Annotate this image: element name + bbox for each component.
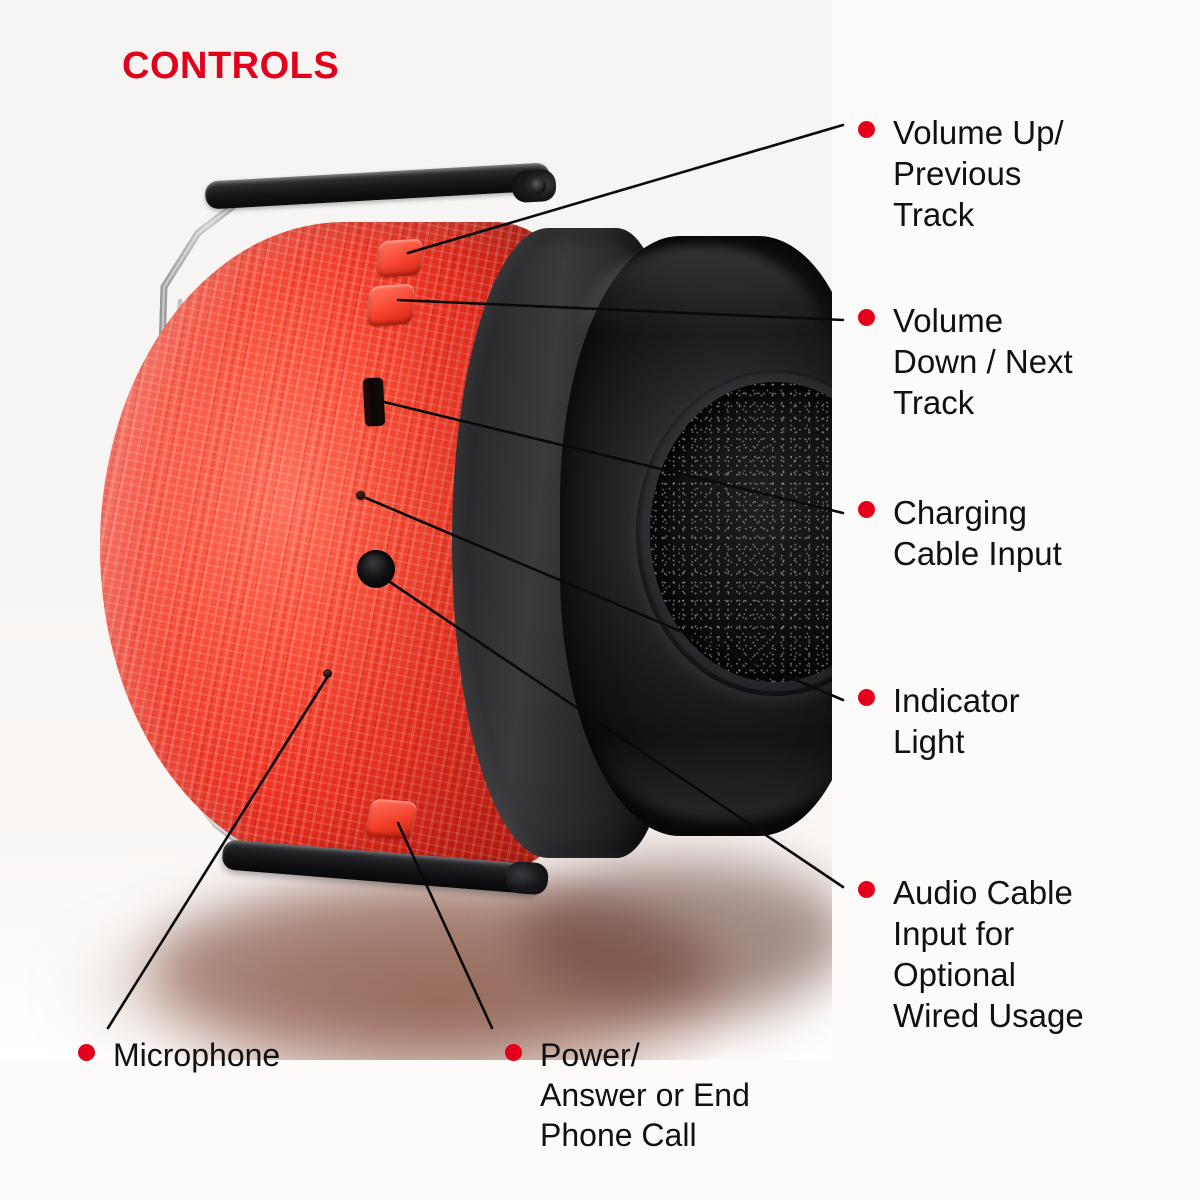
product-photo xyxy=(0,0,832,1060)
product-shadow-soft xyxy=(90,930,790,1050)
product-shadow-main xyxy=(150,880,710,1050)
bullet-dot-icon xyxy=(858,309,875,326)
bullet-dot-icon xyxy=(858,501,875,518)
callout-label: Volume Down / Next Track xyxy=(893,302,1073,421)
callout-audio-cable-input: Audio Cable Input for Optional Wired Usa… xyxy=(858,872,1084,1036)
headband-rod-top xyxy=(204,162,551,210)
bullet-dot-icon xyxy=(858,689,875,706)
page-title: CONTROLS xyxy=(122,45,340,87)
ear-cushion-foam-cavity xyxy=(650,382,832,682)
callout-indicator-light: Indicator Light xyxy=(858,680,1020,762)
callout-power-answer-end-call: Power/ Answer or End Phone Call xyxy=(505,1035,750,1155)
product-shadow-right xyxy=(520,860,832,1010)
volume-down-button[interactable] xyxy=(366,283,416,327)
headband-rod-bottom-cap xyxy=(504,860,550,896)
microphone-pinhole xyxy=(323,669,332,678)
callout-label: Volume Up/ Previous Track xyxy=(893,114,1064,233)
indicator-light xyxy=(356,491,365,500)
callout-label: Power/ Answer or End Phone Call xyxy=(540,1037,750,1153)
callout-microphone: Microphone xyxy=(78,1035,280,1075)
callout-charging-cable-input: Charging Cable Input xyxy=(858,492,1062,574)
callout-label: Microphone xyxy=(113,1037,281,1073)
callout-volume-up: Volume Up/ Previous Track xyxy=(858,112,1064,235)
callout-label: Charging Cable Input xyxy=(893,494,1062,572)
volume-up-button[interactable] xyxy=(376,238,424,278)
micro-usb-charging-port[interactable] xyxy=(362,377,386,427)
bullet-dot-icon xyxy=(505,1044,522,1061)
callout-label: Indicator Light xyxy=(893,682,1020,760)
power-button[interactable] xyxy=(363,798,419,840)
callout-label: Audio Cable Input for Optional Wired Usa… xyxy=(893,874,1084,1034)
callout-volume-down: Volume Down / Next Track xyxy=(858,300,1073,423)
bullet-dot-icon xyxy=(858,121,875,138)
bullet-dot-icon xyxy=(858,881,875,898)
audio-jack-3-5mm[interactable] xyxy=(357,550,395,588)
bullet-dot-icon xyxy=(78,1044,95,1061)
